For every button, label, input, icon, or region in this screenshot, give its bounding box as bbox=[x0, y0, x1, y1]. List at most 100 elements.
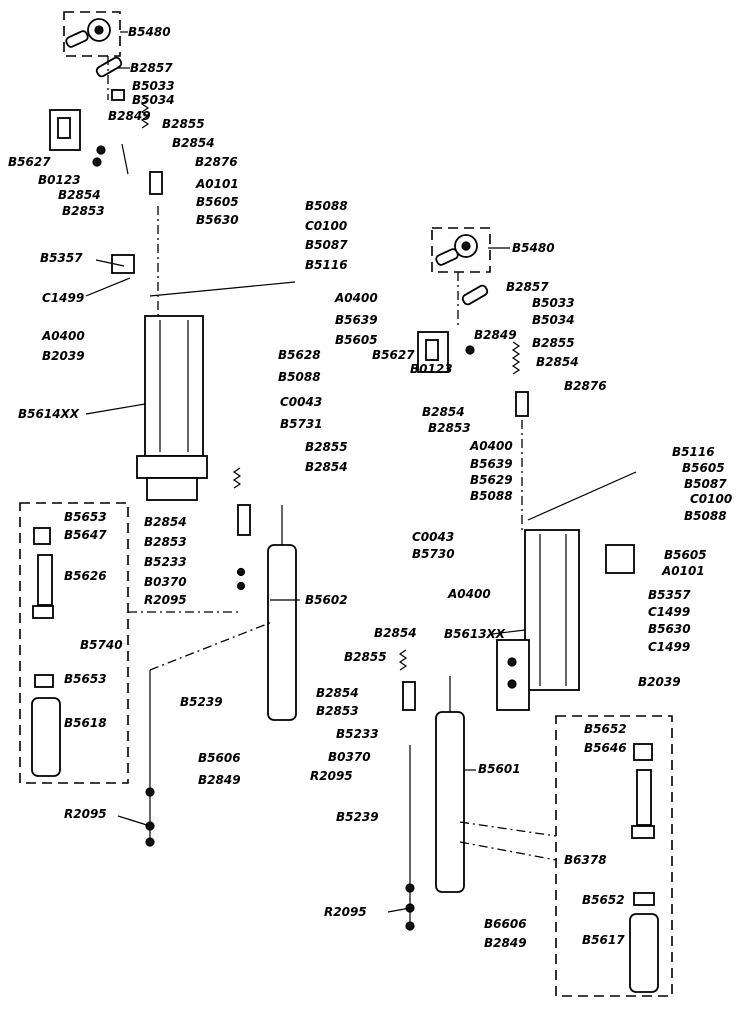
label: B5116 bbox=[305, 258, 348, 272]
label: C0043 bbox=[412, 530, 454, 544]
part-labels: B5480 B2857 B5033 B5034 B2849 B2855 B285… bbox=[8, 25, 732, 950]
label: A0101 bbox=[661, 564, 705, 578]
label: B2854 bbox=[58, 188, 101, 202]
label: B5630 bbox=[648, 622, 691, 636]
label: B5605 bbox=[682, 461, 725, 475]
label: R2095 bbox=[310, 769, 353, 783]
label: B5627 bbox=[372, 348, 415, 362]
label: A0400 bbox=[334, 291, 378, 305]
label: B5605 bbox=[196, 195, 239, 209]
label: B5639 bbox=[335, 313, 378, 327]
label: B5630 bbox=[196, 213, 239, 227]
label: B2855 bbox=[162, 117, 205, 131]
label: B5605 bbox=[664, 548, 707, 562]
label: B5602 bbox=[305, 593, 348, 607]
label: B2857 bbox=[506, 280, 549, 294]
label: B2876 bbox=[195, 155, 238, 169]
label: B2857 bbox=[130, 61, 173, 75]
label: B5601 bbox=[478, 762, 521, 776]
label: B5033 bbox=[132, 79, 175, 93]
label: B5480 bbox=[128, 25, 171, 39]
label: B5357 bbox=[648, 588, 691, 602]
label: B5034 bbox=[132, 93, 175, 107]
label: B2849 bbox=[474, 328, 517, 342]
label: B2876 bbox=[564, 379, 607, 393]
label: B5653 bbox=[64, 672, 107, 686]
label: B5033 bbox=[532, 296, 575, 310]
label: B6606 bbox=[484, 917, 527, 931]
label: B5088 bbox=[305, 199, 348, 213]
label: R2095 bbox=[144, 593, 187, 607]
label: B5626 bbox=[64, 569, 107, 583]
label: B5087 bbox=[684, 477, 727, 491]
label: B2854 bbox=[374, 626, 417, 640]
label: A0400 bbox=[469, 439, 513, 453]
cylinder-b5601 bbox=[435, 711, 465, 893]
leader-lines bbox=[85, 31, 526, 913]
label: B2854 bbox=[316, 686, 359, 700]
label: B2849 bbox=[108, 109, 151, 123]
label: A0400 bbox=[447, 587, 491, 601]
label: B5646 bbox=[584, 741, 627, 755]
label: B5605 bbox=[335, 333, 378, 347]
label: B2854 bbox=[422, 405, 465, 419]
label: B5629 bbox=[470, 473, 513, 487]
label: C1499 bbox=[648, 640, 690, 654]
label: R2095 bbox=[324, 905, 367, 919]
label: B5606 bbox=[198, 751, 241, 765]
label: C1499 bbox=[648, 605, 690, 619]
bracket-right bbox=[417, 331, 449, 373]
label: B2855 bbox=[532, 336, 575, 350]
label: B2855 bbox=[344, 650, 387, 664]
label: A0101 bbox=[195, 177, 239, 191]
label: B2855 bbox=[305, 440, 348, 454]
label: R2095 bbox=[64, 807, 107, 821]
label: A0400 bbox=[41, 329, 85, 343]
label: B0123 bbox=[38, 173, 81, 187]
label: B5653 bbox=[64, 510, 107, 524]
label: B5647 bbox=[64, 528, 107, 542]
label: B6378 bbox=[564, 853, 607, 867]
label: C1499 bbox=[42, 291, 84, 305]
label: B5740 bbox=[80, 638, 123, 652]
label: C0100 bbox=[690, 492, 732, 506]
label: B5628 bbox=[278, 348, 321, 362]
label: B2853 bbox=[428, 421, 471, 435]
label: B5233 bbox=[144, 555, 187, 569]
label: B5088 bbox=[684, 509, 727, 523]
label: B5730 bbox=[412, 547, 455, 561]
cylinder-b5602 bbox=[267, 544, 297, 721]
label: B5480 bbox=[512, 241, 555, 255]
label: B5652 bbox=[584, 722, 627, 736]
left-assembly bbox=[19, 11, 297, 847]
label: B2854 bbox=[305, 460, 348, 474]
label: B5088 bbox=[470, 489, 513, 503]
label: B5731 bbox=[280, 417, 323, 431]
label: B2854 bbox=[172, 136, 215, 150]
label: B2849 bbox=[198, 773, 241, 787]
cylinder-b5618 bbox=[31, 697, 61, 777]
label: B2854 bbox=[144, 515, 187, 529]
label: B5088 bbox=[278, 370, 321, 384]
label: B5116 bbox=[672, 445, 715, 459]
column-left bbox=[144, 315, 204, 457]
label: B5087 bbox=[305, 238, 348, 252]
label: B0123 bbox=[410, 362, 453, 376]
label: B2039 bbox=[638, 675, 681, 689]
label: B2853 bbox=[316, 704, 359, 718]
label: B5239 bbox=[336, 810, 379, 824]
label: B5233 bbox=[336, 727, 379, 741]
label: B2849 bbox=[484, 936, 527, 950]
label: C0100 bbox=[305, 219, 347, 233]
label: B5639 bbox=[470, 457, 513, 471]
label: B2854 bbox=[536, 355, 579, 369]
label: B5617 bbox=[582, 933, 625, 947]
label: B2039 bbox=[42, 349, 85, 363]
label: B2853 bbox=[62, 204, 105, 218]
label: B5652 bbox=[582, 893, 625, 907]
column-right bbox=[524, 529, 580, 691]
label: B5034 bbox=[532, 313, 575, 327]
label: B5239 bbox=[180, 695, 223, 709]
label: B5613XX bbox=[444, 627, 506, 641]
label: B5627 bbox=[8, 155, 51, 169]
